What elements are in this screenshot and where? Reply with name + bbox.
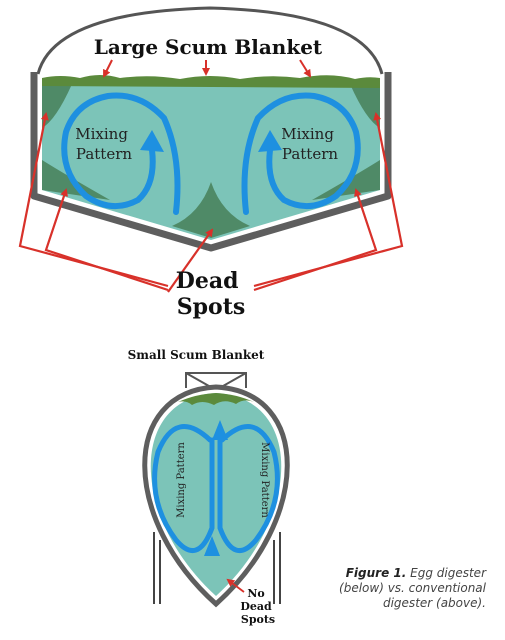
egg-mixing-label-right: Mixing Pattern	[259, 442, 270, 518]
mixing-arrow-left	[61, 92, 181, 215]
figure-caption: Figure 1. Egg digester (below) vs. conve…	[318, 566, 486, 611]
dome-roof	[36, 6, 384, 75]
dead-zone-center	[172, 182, 250, 238]
tank-wall	[30, 72, 392, 252]
large-scum-blanket-label: Large Scum Blanket	[94, 35, 323, 59]
egg-digester: Small Scum Blanket Mixing Pattern Mixing…	[128, 348, 290, 626]
liquid-body	[42, 84, 380, 240]
conventional-digester: Large Scum Blanket Mixing Pattern Mixing…	[18, 6, 404, 320]
dead-spots-label: Dead Spots	[176, 268, 246, 320]
egg-mixing-label-left: Mixing Pattern	[176, 442, 187, 518]
mixing-label-left: Mixing Pattern	[75, 125, 132, 163]
scum-blanket	[42, 75, 380, 88]
mixing-label-right: Mixing Pattern	[281, 125, 338, 163]
dead-zone-right-top	[350, 84, 380, 128]
small-scum-blanket-label: Small Scum Blanket	[128, 348, 265, 362]
scum-pointers	[103, 59, 312, 78]
no-dead-spots-label: No Dead Spots	[240, 587, 275, 626]
dead-zone-right-bottom	[312, 160, 380, 200]
egg-mixing-arrow-left	[152, 424, 220, 556]
no-dead-spots-pointer	[226, 578, 245, 593]
small-scum-blanket	[178, 393, 254, 405]
figure-number: Figure 1.	[345, 566, 407, 580]
dead-zone-left-top	[42, 84, 72, 128]
dead-spot-pointers	[18, 112, 404, 293]
egg-mixing-arrow-right	[212, 420, 280, 553]
mixing-arrow-right	[241, 92, 361, 215]
dead-zone-left-bottom	[42, 160, 110, 200]
figure-caption-text: Egg digester (below) vs. conventional di…	[339, 566, 486, 610]
